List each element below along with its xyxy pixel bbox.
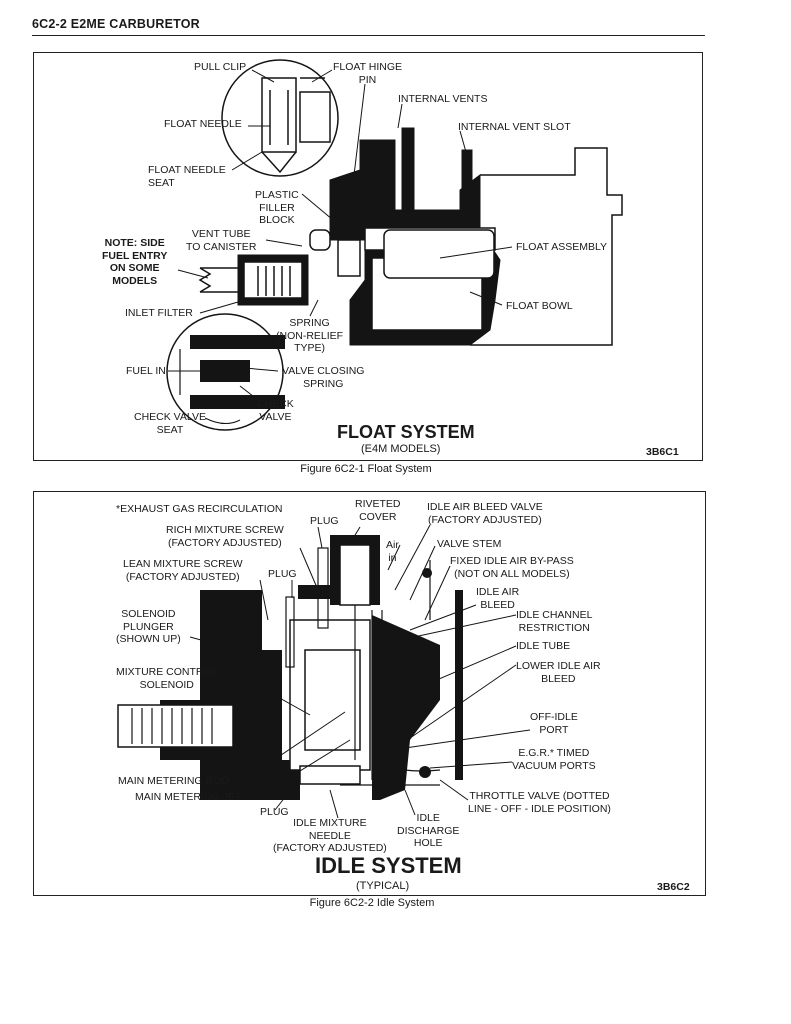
figure-float-system — [33, 52, 703, 461]
label-plastic-filler-block: PLASTIC FILLER BLOCK — [255, 189, 299, 226]
figure1-code: 3B6C1 — [646, 446, 679, 458]
label-throttle-valve: THROTTLE VALVE (DOTTED LINE - OFF - IDLE… — [468, 790, 611, 815]
label-float-needle-seat: FLOAT NEEDLE SEAT — [148, 164, 226, 189]
label-lean-mixture-screw: LEAN MIXTURE SCREW (FACTORY ADJUSTED) — [123, 558, 243, 583]
label-float-assembly: FLOAT ASSEMBLY — [516, 241, 608, 253]
label-solenoid-plunger: SOLENOID PLUNGER (SHOWN UP) — [116, 608, 181, 645]
label-egr-timed-vacuum-ports: E.G.R.* TIMED VACUUM PORTS — [512, 747, 596, 772]
label-plug-bottom: PLUG — [260, 806, 289, 818]
label-fuel-in: FUEL IN — [126, 365, 166, 377]
label-lower-idle-air-bleed: LOWER IDLE AIR BLEED — [516, 660, 601, 685]
label-plug-mid: PLUG — [268, 568, 297, 580]
figure2-title: IDLE SYSTEM — [315, 853, 462, 878]
header-rule — [32, 35, 705, 36]
label-idle-tube: IDLE TUBE — [516, 640, 571, 652]
figure-idle-system — [33, 491, 706, 896]
label-valve-stem: VALVE STEM — [437, 538, 502, 550]
label-egr-note: *EXHAUST GAS RECIRCULATION — [116, 503, 283, 515]
label-pull-clip: PULL CLIP — [194, 61, 247, 73]
label-float-bowl: FLOAT BOWL — [506, 300, 573, 312]
figure2-subtitle: (TYPICAL) — [356, 880, 410, 892]
label-plug-top: PLUG — [310, 515, 339, 527]
label-note-side-fuel-entry: NOTE: SIDE FUEL ENTRY ON SOME MODELS — [102, 237, 168, 287]
label-valve-closing-spring: VALVE CLOSING SPRING — [282, 365, 365, 390]
label-idle-mixture-needle: IDLE MIXTURE NEEDLE (FACTORY ADJUSTED) — [273, 817, 387, 854]
figure2-caption: Figure 6C2-2 Idle System — [309, 897, 435, 909]
label-mixture-control-solenoid: MIXTURE CONTROL SOLENOID — [116, 666, 218, 691]
figure1-subtitle: (E4M MODELS) — [361, 443, 441, 455]
figure2-code: 3B6C2 — [657, 881, 690, 893]
label-idle-channel-restriction: IDLE CHANNEL RESTRICTION — [516, 609, 593, 634]
label-main-metering-rod: MAIN METERING ROD — [118, 775, 229, 787]
page-header: 6C2-2 E2ME CARBURETOR — [32, 17, 200, 31]
label-off-idle-port: OFF-IDLE PORT — [530, 711, 578, 736]
label-internal-vent-slot: INTERNAL VENT SLOT — [458, 121, 571, 133]
label-air-in: Air in — [386, 539, 399, 564]
label-rich-mixture-screw: RICH MIXTURE SCREW (FACTORY ADJUSTED) — [166, 524, 284, 549]
label-fixed-idle-air-bypass: FIXED IDLE AIR BY-PASS (NOT ON ALL MODEL… — [450, 555, 574, 580]
label-vent-tube: VENT TUBE TO CANISTER — [186, 228, 257, 253]
figure1-title: FLOAT SYSTEM — [337, 422, 475, 442]
figure1-caption: Figure 6C2-1 Float System — [300, 463, 432, 475]
label-float-needle: FLOAT NEEDLE — [164, 118, 242, 130]
label-spring-non-relief: SPRING (NON-RELIEF TYPE) — [276, 317, 344, 354]
label-idle-air-bleed-valve: IDLE AIR BLEED VALVE (FACTORY ADJUSTED) — [427, 501, 543, 526]
label-float-hinge-pin: FLOAT HINGE PIN — [333, 61, 403, 86]
label-check-valve-seat: CHECK VALVE SEAT — [134, 411, 206, 436]
label-riveted-cover: RIVETED COVER — [355, 498, 401, 523]
label-check-valve: CHECK VALVE — [257, 398, 294, 423]
label-main-metering-jet: MAIN METERING JET — [135, 791, 242, 803]
label-idle-discharge-hole: IDLE DISCHARGE HOLE — [397, 812, 460, 849]
label-idle-air-bleed: IDLE AIR BLEED — [476, 586, 520, 611]
label-inlet-filter: INLET FILTER — [125, 307, 193, 319]
label-internal-vents: INTERNAL VENTS — [398, 93, 488, 105]
